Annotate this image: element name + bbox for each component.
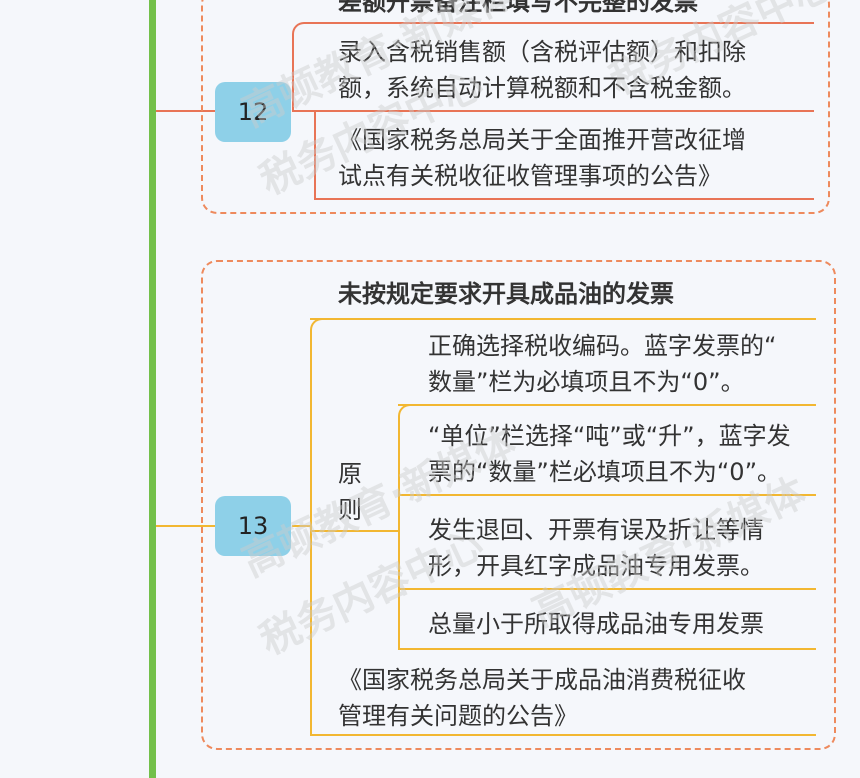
underline-13-1 <box>398 404 816 406</box>
point-13-4: 总量小于所取得成品油专用发票 <box>428 610 764 638</box>
point-12-1: 录入含税销售额（含税评估额）和扣除 额，系统自动计算税额和不含税金额。 <box>338 38 746 102</box>
heading-13: 未按规定要求开具成品油的发票 <box>338 280 674 308</box>
source-12: 《国家税务总局关于全面推开营改征增 试点有关税收征收管理事项的公告》 <box>338 126 746 190</box>
group-13 <box>201 260 836 750</box>
underline-13-heading <box>310 318 816 320</box>
bracket-13 <box>310 318 334 736</box>
point-13-3: 发生退回、开票有误及折让等情 形，开具红字成品油专用发票。 <box>428 516 764 580</box>
principle-label: 原 则 <box>338 460 362 524</box>
underline-13-4 <box>398 648 816 650</box>
connector-12 <box>292 110 316 112</box>
underline-13-source <box>310 734 816 736</box>
underline-13-3 <box>398 588 816 590</box>
node-number-12[interactable]: 12 <box>215 82 291 142</box>
heading-12: 差额开票备注栏填写不完整的发票 <box>338 0 698 16</box>
underline-principle <box>310 530 400 532</box>
underline-12-source <box>314 198 814 200</box>
group-12 <box>201 0 830 214</box>
underline-12-heading <box>314 22 814 24</box>
bracket-principle <box>398 404 422 650</box>
source-13: 《国家税务总局关于成品油消费税征收 管理有关问题的公告》 <box>338 666 746 730</box>
connector-13 <box>292 525 312 527</box>
underline-13-2 <box>398 494 816 496</box>
main-spine <box>149 0 156 778</box>
point-13-1: 正确选择税收编码。蓝字发票的“ 数量”栏为必填项且不为“0”。 <box>428 332 777 396</box>
branch-connector-13 <box>156 525 216 527</box>
node-number-13[interactable]: 13 <box>215 496 291 556</box>
bracket-12 <box>292 22 316 110</box>
point-13-2: “单位”栏选择“吨”或“升”，蓝字发 票的“数量”栏必填项且不为“0”。 <box>428 422 791 486</box>
branch-connector-12 <box>156 110 216 112</box>
connector-12-down <box>314 110 316 198</box>
underline-12-point <box>314 110 814 112</box>
